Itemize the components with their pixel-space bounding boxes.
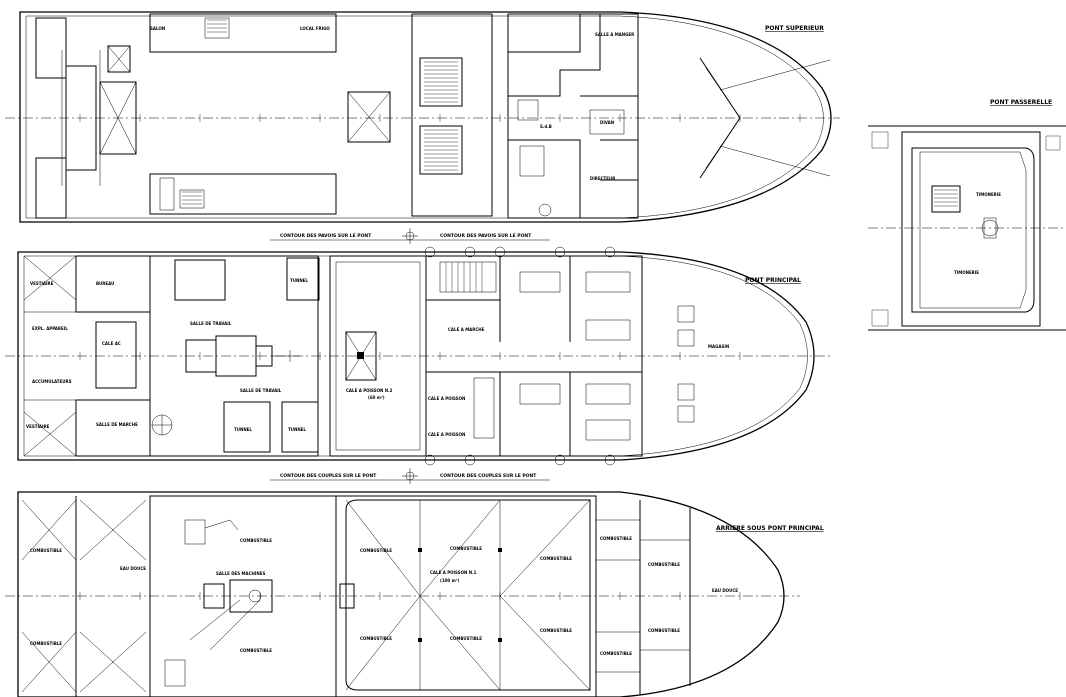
room-label: COMBUSTIBLE bbox=[540, 556, 572, 561]
room-label: COMBUSTIBLE bbox=[648, 562, 680, 567]
room-label: CALE A POISSON N.1 bbox=[430, 570, 477, 575]
room-label: COMBUSTIBLE bbox=[240, 538, 272, 543]
main-deck-plan: PONT PRINCIPAL VESTIAIRE BUREAU EXPL. AP… bbox=[5, 246, 830, 466]
lower-deck-title: ARRIERE SOUS PONT PRINCIPAL bbox=[716, 525, 824, 532]
room-label: DIVAN bbox=[600, 120, 614, 125]
caption-3: CONTOUR DES COUPLES SUR LE PONT bbox=[280, 473, 377, 479]
room-label: TUNNEL bbox=[288, 427, 306, 432]
caption-2: CONTOUR DES PAVOIS SUR LE PONT bbox=[440, 233, 532, 239]
room-label: TIMONERIE bbox=[954, 270, 979, 275]
room-label: COMBUSTIBLE bbox=[240, 648, 272, 653]
room-label: COMBUSTIBLE bbox=[450, 546, 482, 551]
room-label: EXPL. APPAREIL bbox=[32, 326, 68, 331]
room-label: SALLE DE MARCHE bbox=[96, 422, 138, 427]
upper-deck-plan: PONT SUPERIEUR SALON SALLE A MANGER DIRE… bbox=[5, 11, 840, 223]
room-label: COMBUSTIBLE bbox=[540, 628, 572, 633]
upper-deck-title: PONT SUPERIEUR bbox=[765, 25, 824, 32]
room-label: EAU DOUCE bbox=[120, 566, 146, 571]
room-label: ACCUMULATEURS bbox=[32, 379, 72, 384]
room-label: DIRECTEUR bbox=[590, 176, 615, 181]
caption-1: CONTOUR DES PAVOIS SUR LE PONT bbox=[280, 233, 372, 239]
lower-frame-ticks bbox=[79, 592, 741, 600]
room-label: COMBUSTIBLE bbox=[30, 641, 62, 646]
lower-deck-plan: ARRIERE SOUS PONT PRINCIPAL COMBUSTIBLE … bbox=[5, 491, 824, 697]
room-label: EAU DOUCE bbox=[712, 588, 738, 593]
room-label: (60 m³) bbox=[368, 395, 385, 400]
upper-deck-hull bbox=[19, 11, 832, 223]
room-label: COMBUSTIBLE bbox=[600, 536, 632, 541]
room-label: COMBUSTIBLE bbox=[600, 651, 632, 656]
room-label: VESTIAIRE bbox=[26, 424, 50, 429]
caption-4: CONTOUR DES COUPLES SUR LE PONT bbox=[440, 473, 537, 479]
lower-deck-hull bbox=[17, 491, 785, 697]
main-deck-title: PONT PRINCIPAL bbox=[745, 277, 801, 284]
room-label: BUREAU bbox=[96, 281, 114, 286]
bridge-deck-plan: PONT PASSERELLE TIMONERIE TIMONERIE bbox=[868, 99, 1066, 331]
bridge-deck-title: PONT PASSERELLE bbox=[990, 99, 1052, 106]
room-label: SALLE DE TRAVAIL bbox=[240, 388, 282, 393]
room-label: MAGASIN bbox=[708, 344, 729, 349]
room-label: CALE A POISSON N.2 bbox=[346, 388, 393, 393]
room-label: VESTIAIRE bbox=[30, 281, 54, 286]
room-label: (100 m³) bbox=[440, 578, 459, 583]
room-label: SALON bbox=[150, 26, 165, 31]
room-label: CALE A POISSON bbox=[428, 432, 465, 437]
caption-row-1: CONTOUR DES PAVOIS SUR LE PONT CONTOUR D… bbox=[270, 228, 550, 244]
room-label: TUNNEL bbox=[290, 278, 308, 283]
room-label: COMBUSTIBLE bbox=[30, 548, 62, 553]
room-label: COMBUSTIBLE bbox=[648, 628, 680, 633]
upper-frame-ticks bbox=[79, 114, 801, 122]
room-label: LOCAL FRIGO bbox=[300, 26, 330, 31]
room-label: COMBUSTIBLE bbox=[450, 636, 482, 641]
room-label: SALLE DE TRAVAIL bbox=[190, 321, 232, 326]
room-label: TUNNEL bbox=[234, 427, 252, 432]
room-label: COMBUSTIBLE bbox=[360, 548, 392, 553]
main-deck-hull bbox=[17, 251, 815, 461]
room-label: TIMONERIE bbox=[976, 192, 1001, 197]
room-label: S.d.B bbox=[540, 124, 552, 129]
room-label: SALLE A MANGER bbox=[595, 32, 634, 37]
room-label: CALE A POISSON bbox=[428, 396, 465, 401]
room-label: CALE AC bbox=[102, 341, 121, 346]
room-label: COMBUSTIBLE bbox=[360, 636, 392, 641]
main-frame-ticks bbox=[79, 352, 741, 360]
caption-row-2: CONTOUR DES COUPLES SUR LE PONT CONTOUR … bbox=[270, 468, 550, 484]
room-label: CALE A MARCHE bbox=[448, 327, 485, 332]
room-label: SALLE DES MACHINES bbox=[216, 571, 265, 576]
